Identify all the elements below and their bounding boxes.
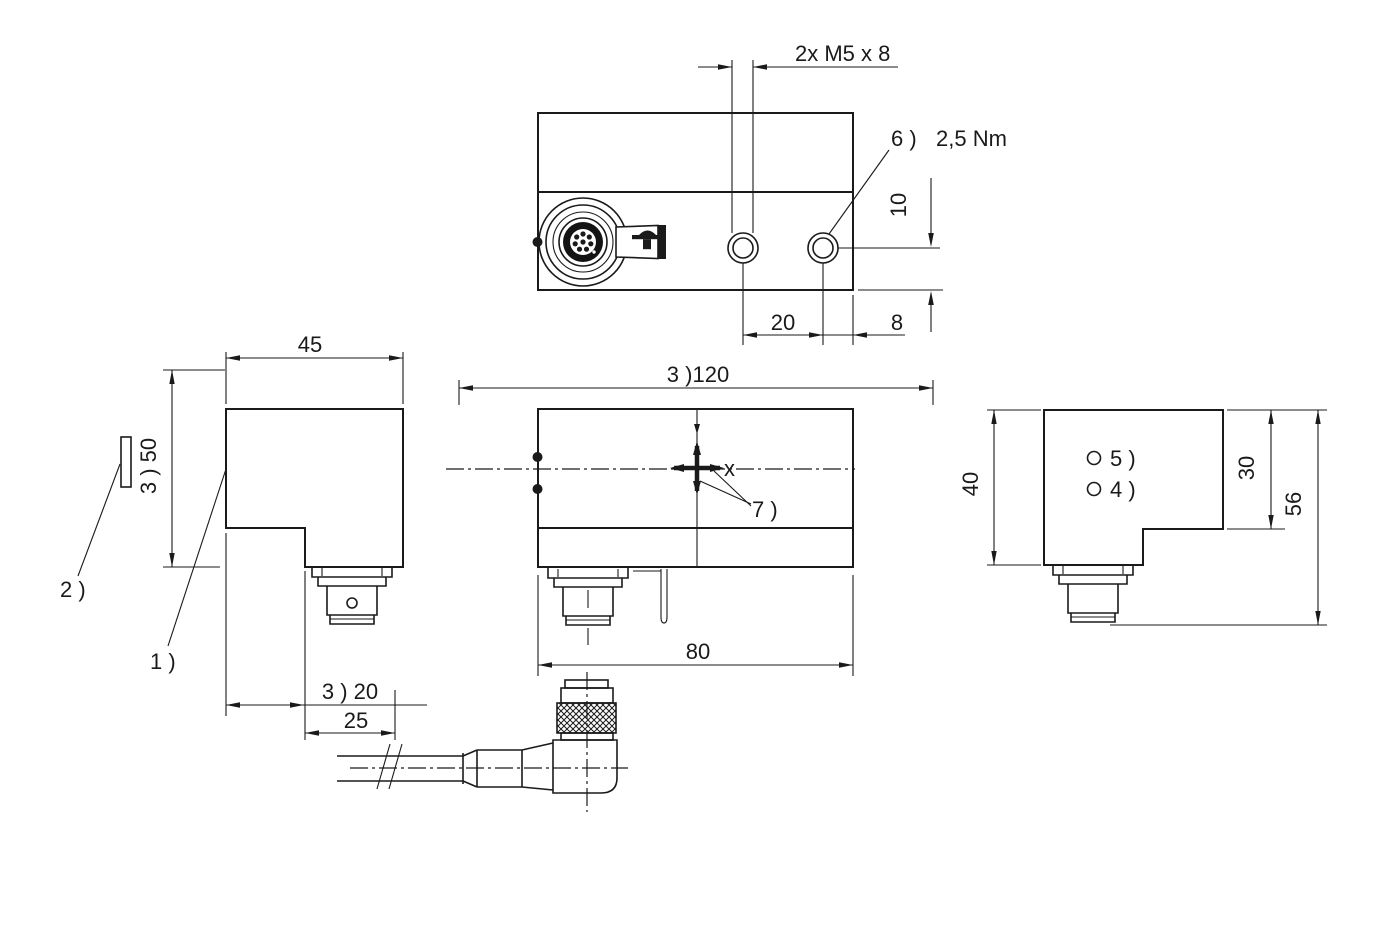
dim-10-label: 10 xyxy=(886,193,911,217)
key-symbol-icon xyxy=(632,230,662,250)
dim-80: 80 xyxy=(537,575,854,676)
callout-1-label: 1 ) xyxy=(150,649,176,674)
callout-5-label: 5 ) xyxy=(1110,446,1136,471)
top-view: 2x M5 x 8 6 ) 2,5 Nm 10 20 xyxy=(532,41,1007,345)
dim-30: 30 xyxy=(1227,409,1327,530)
dim-80-label: 80 xyxy=(686,639,710,664)
dim-step-20: 3 ) 20 xyxy=(225,533,427,740)
callout-6-label: 6 ) xyxy=(891,126,917,151)
dim-thread-spec: 2x M5 x 8 xyxy=(698,41,898,233)
dim-50-label: 3 ) 50 xyxy=(136,438,161,494)
dim-45: 45 xyxy=(225,332,404,404)
m12-connector-top xyxy=(538,197,666,287)
dim-30-label: 30 xyxy=(1234,456,1259,480)
dim-120-label: 3 )120 xyxy=(667,362,729,387)
torque-value: 2,5 Nm xyxy=(936,126,1007,151)
edge-nub xyxy=(532,484,543,494)
connector-barrel xyxy=(476,749,523,788)
right-side-view: 5 ) 4 ) 40 30 xyxy=(958,409,1327,626)
dim-45-label: 45 xyxy=(298,332,322,357)
dim-10: 10 xyxy=(838,178,943,332)
dim-step-20-label: 3 ) 20 xyxy=(322,679,378,704)
callout-5: 5 ) xyxy=(1086,446,1136,471)
callout-2: 2 ) xyxy=(60,463,121,602)
front-view: x 7 ) 3 )120 xyxy=(446,362,934,676)
edge-nub xyxy=(532,452,543,462)
right-view-body xyxy=(1043,409,1224,566)
dim-50: 3 ) 50 xyxy=(136,369,225,568)
accessory-plate xyxy=(120,436,132,488)
dim-25-label: 25 xyxy=(344,708,368,733)
dim-120: 3 )120 xyxy=(458,362,934,405)
dim-20-8: 20 8 xyxy=(742,263,905,345)
callout-7: 7 ) xyxy=(699,470,778,522)
dim-40-label: 40 xyxy=(958,472,983,496)
plug-pin-hole xyxy=(346,597,358,609)
callout-1: 1 ) xyxy=(150,468,227,674)
dim-20-label: 20 xyxy=(771,310,795,335)
left-view-body xyxy=(225,408,404,568)
callout-4: 4 ) xyxy=(1086,477,1136,502)
m5-hole-1 xyxy=(727,232,759,264)
top-view-body xyxy=(537,112,854,291)
led-4 xyxy=(1086,481,1102,497)
elbow-body xyxy=(552,739,618,794)
led-5 xyxy=(1086,450,1102,466)
plug-connector-left xyxy=(311,566,393,625)
edge-nub xyxy=(532,237,543,247)
callout-2-label: 2 ) xyxy=(60,577,86,602)
connector-tab-bar xyxy=(658,225,666,259)
dim-40: 40 xyxy=(958,409,1041,566)
dim-56: 56 xyxy=(1110,410,1327,626)
connector-pins xyxy=(572,231,596,254)
left-side-view: 45 3 ) 50 3 ) 20 25 xyxy=(60,332,427,740)
origin-cross: x xyxy=(670,441,735,495)
dim-56-label: 56 xyxy=(1281,492,1306,516)
axis-x-label: x xyxy=(724,456,735,481)
cable-break-icon xyxy=(376,743,391,790)
thread-spec-label: 2x M5 x 8 xyxy=(795,41,890,66)
plug-connector-right xyxy=(1052,564,1134,623)
dim-8-label: 8 xyxy=(891,310,903,335)
connector-tab xyxy=(615,224,659,260)
mounting-bracket xyxy=(633,569,668,624)
callout-7-label: 7 ) xyxy=(752,497,778,522)
dim-25: 25 xyxy=(305,690,396,740)
cable-connector xyxy=(337,672,628,812)
axis-arrow-down-icon xyxy=(694,424,700,434)
m5-hole-2 xyxy=(807,232,839,264)
callout-4-label: 4 ) xyxy=(1110,477,1136,502)
callout-6: 6 ) 2,5 Nm xyxy=(828,126,1007,235)
